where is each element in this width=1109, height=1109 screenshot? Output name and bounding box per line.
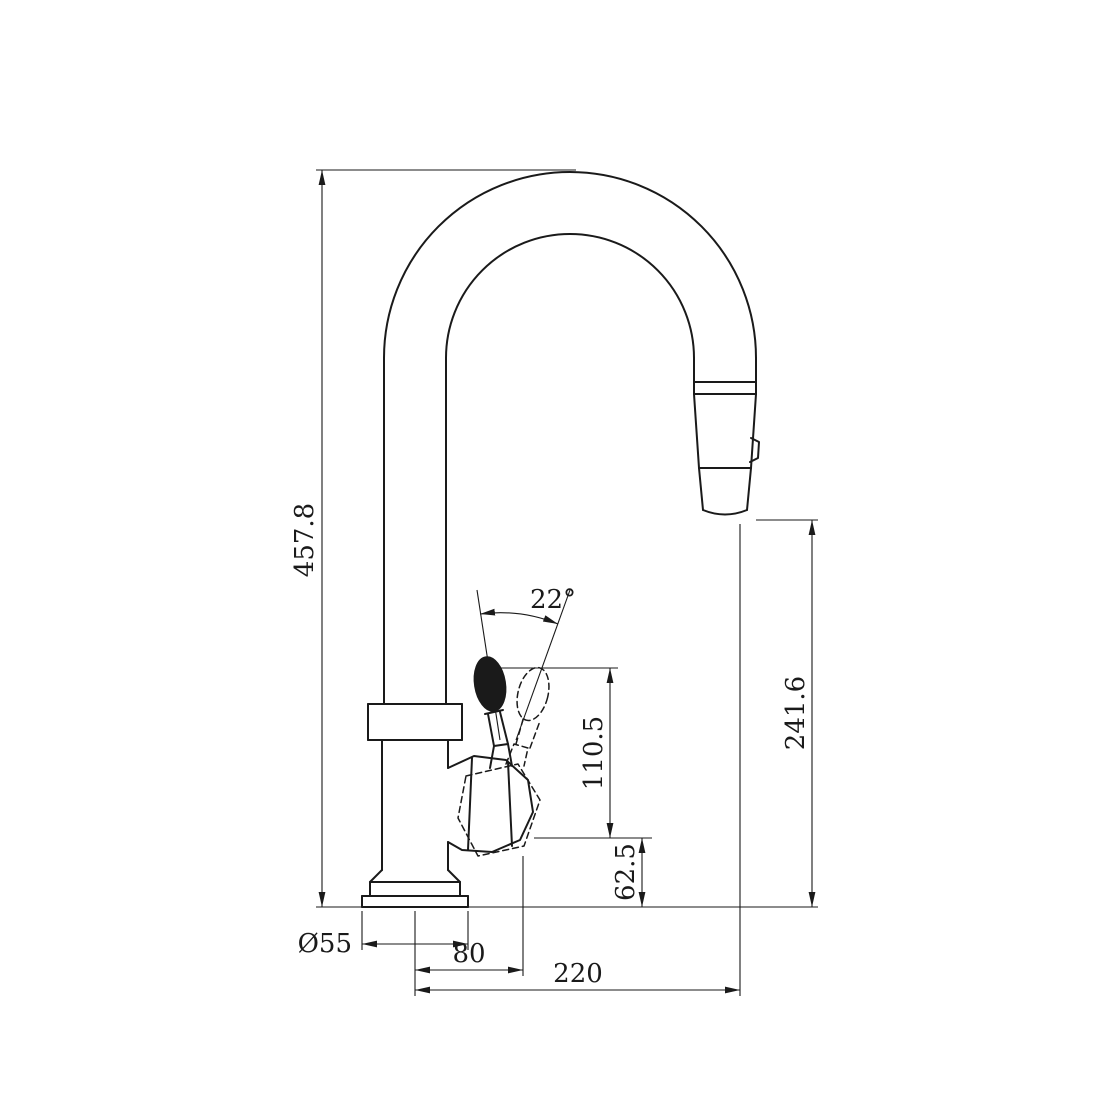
base-flare bbox=[447, 869, 461, 883]
base-flare bbox=[369, 869, 383, 883]
spray-clip bbox=[749, 437, 760, 463]
dim-label-base-diameter: Ø55 bbox=[298, 929, 352, 959]
spray-head-side bbox=[693, 393, 700, 469]
dim-label-outlet-height: 241.6 bbox=[781, 676, 811, 750]
handle-shaft-dashed bbox=[529, 720, 541, 749]
spray-tip-bottom bbox=[702, 509, 748, 516]
dim-label-overall-height: 457.8 bbox=[290, 503, 320, 577]
valve-body-rotated-dashed bbox=[457, 763, 541, 857]
handle-shaft bbox=[499, 711, 509, 745]
dim-label-handle-angle: 22° bbox=[530, 585, 576, 615]
angle-arc bbox=[479, 608, 559, 625]
gooseneck-inner-arc bbox=[445, 233, 695, 359]
dim-label-handle-reach: 80 bbox=[452, 939, 485, 969]
handle-shaft bbox=[487, 713, 495, 747]
valve-facet bbox=[507, 761, 513, 847]
valve-body bbox=[447, 755, 534, 853]
dimensions: 457.8 241.6 110.5 62.5 22° Ø55 80 220 bbox=[290, 169, 818, 996]
handle-stem-dashed bbox=[505, 743, 529, 767]
spray-tip-side bbox=[698, 467, 704, 511]
dim-label-spout-reach: 220 bbox=[553, 959, 603, 989]
dim-label-outlet-center: 62.5 bbox=[611, 843, 641, 901]
spray-tip-side bbox=[746, 467, 752, 511]
faucet-outline bbox=[361, 171, 760, 908]
valve-facet bbox=[467, 757, 473, 851]
dim-label-handle-top: 110.5 bbox=[579, 716, 609, 790]
handle-collar bbox=[484, 709, 504, 715]
spray-head-side bbox=[750, 393, 757, 469]
gooseneck-outer-arc bbox=[383, 171, 757, 359]
angle-ray-right bbox=[515, 589, 571, 741]
handle-knob bbox=[473, 656, 507, 712]
